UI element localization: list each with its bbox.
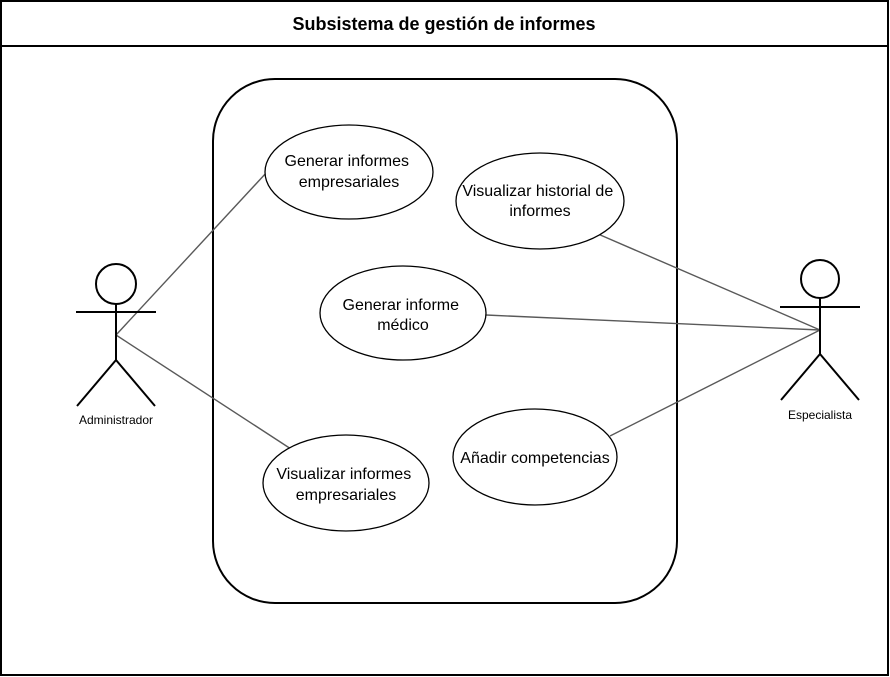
usecase-label: Visualizar informes empresariales: [276, 466, 415, 504]
usecase-ellipse: [262, 434, 430, 532]
usecase-visualizar-informes-empresariales[interactable]: Visualizar informes empresariales: [262, 434, 430, 532]
usecase-label-line: empresariales: [296, 487, 396, 504]
usecase-generar-informe-medico[interactable]: Generar informe médico: [319, 265, 487, 361]
usecase-label: Visualizar historial de informes: [462, 183, 617, 220]
actor-left-leg: [780, 353, 821, 401]
usecase-ellipse: [452, 408, 618, 506]
diagram-title: Subsistema de gestión de informes: [292, 14, 595, 34]
actor-administrador[interactable]: Administrador: [76, 263, 156, 427]
actor-left-leg: [76, 359, 117, 407]
usecase-label: Generar informe médico: [343, 297, 464, 334]
usecase-label: Generar informes empresariales: [285, 153, 414, 191]
usecase-generar-informes-empresariales[interactable]: Generar informes empresariales: [264, 124, 434, 220]
actor-right-leg: [819, 353, 860, 401]
system-boundary: [212, 78, 678, 604]
association-admin-generar-informes-empresariales: [115, 171, 268, 336]
usecase-label-line: Visualizar informes: [276, 466, 411, 483]
actor-right-leg: [115, 359, 156, 407]
usecase-label-line: Añadir competencias: [460, 450, 609, 467]
usecase-visualizar-historial-informes[interactable]: Visualizar historial de informes: [455, 152, 625, 250]
usecase-label-line: Visualizar historial de: [462, 183, 613, 200]
usecase-ellipse: [455, 152, 625, 250]
usecase-label: Añadir competencias: [460, 450, 609, 467]
actor-label: Especialista: [788, 408, 852, 422]
actor-especialista[interactable]: Especialista: [780, 259, 860, 422]
usecase-label-line: Generar informes: [285, 153, 410, 170]
association-specialist-visualizar-historial: [597, 233, 821, 331]
usecase-label-line: informes: [509, 203, 570, 220]
usecase-label-line: Generar informe: [343, 297, 460, 314]
usecase-label-line: médico: [377, 317, 429, 334]
association-specialist-generar-informe-medico: [485, 314, 821, 331]
usecase-ellipse: [264, 124, 434, 220]
usecase-ellipse: [319, 265, 487, 361]
association-admin-visualizar-informes-empresariales: [115, 334, 292, 450]
association-specialist-anadir-competencias: [609, 329, 821, 437]
usecase-anadir-competencias[interactable]: Añadir competencias: [452, 408, 618, 506]
usecase-label-line: empresariales: [299, 174, 399, 191]
actor-label: Administrador: [79, 413, 153, 427]
